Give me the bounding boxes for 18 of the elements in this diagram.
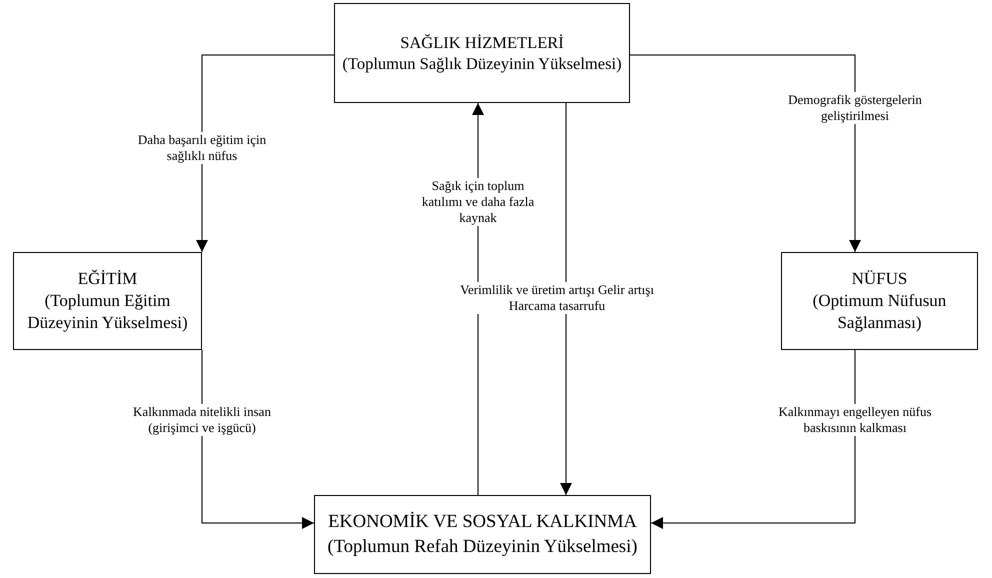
- arrow: [202, 350, 314, 529]
- edge-label: Verimlilik ve üretim artışı Gelir artışı Harcama tasarrufu: [457, 282, 657, 314]
- arrow: [560, 102, 572, 496]
- box-heading: NÜFUS: [852, 268, 908, 290]
- box-heading: EKONOMİK VE SOSYAL KALKINMA: [328, 510, 637, 534]
- box-subtitle: (Optimum Nüfusun Sağlanması): [812, 290, 948, 334]
- box-subtitle: (Toplumun Sağlık Düzeyinin Yükselmesi): [342, 53, 622, 74]
- arrow: [196, 54, 334, 252]
- box-heading: EĞİTİM: [78, 268, 138, 290]
- box-heading: SAĞLIK HİZMETLERİ: [400, 32, 564, 53]
- arrow: [630, 54, 861, 252]
- process-box: [314, 495, 651, 574]
- process-box: [13, 252, 202, 350]
- process-box: [781, 252, 978, 350]
- arrow: [650, 350, 856, 529]
- box-subtitle: (Toplumun Refah Düzeyinin Yükselmesi): [328, 536, 638, 558]
- box-subtitle: (Toplumun Eğitim Düzeyinin Yükselmesi): [26, 290, 189, 334]
- process-box: [334, 3, 630, 103]
